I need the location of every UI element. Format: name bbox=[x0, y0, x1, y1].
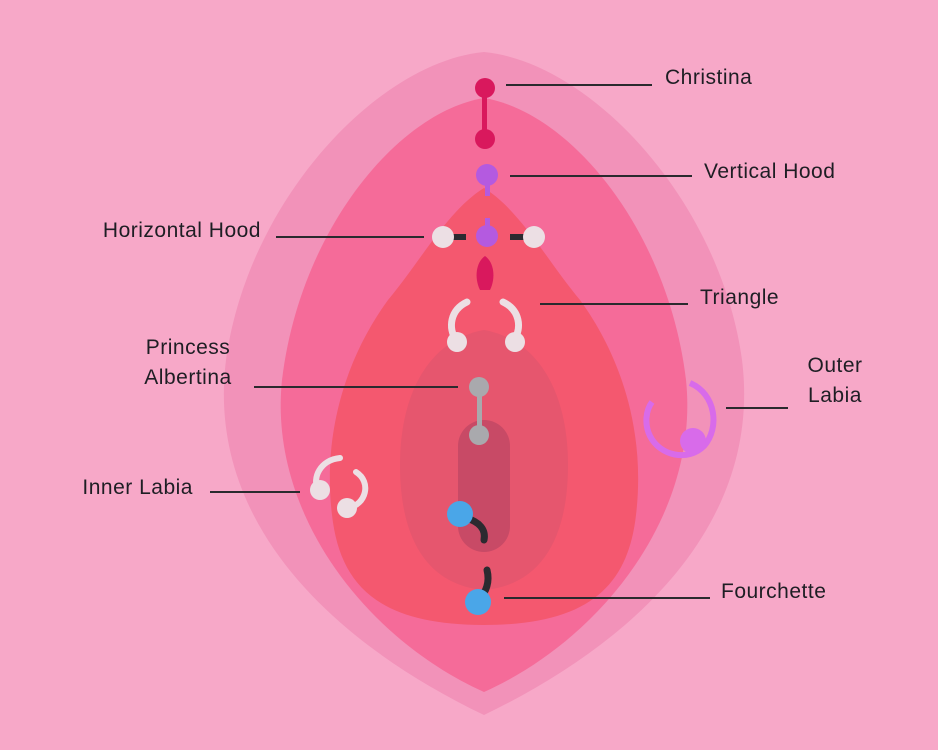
label-inner-labia: Inner Labia bbox=[82, 476, 193, 499]
fourchette-top-ball bbox=[447, 501, 473, 527]
christina-top-ball bbox=[475, 78, 495, 98]
triangle-right-ball bbox=[505, 332, 525, 352]
label-triangle: Triangle bbox=[700, 286, 780, 309]
leader-lines bbox=[210, 84, 788, 599]
triangle-left-ball bbox=[447, 332, 467, 352]
horizontal-hood-left-ball bbox=[432, 226, 454, 248]
label-christina: Christina bbox=[665, 66, 753, 89]
princess-albertina-top-ball bbox=[469, 377, 489, 397]
inner-labia-ball-left bbox=[310, 480, 330, 500]
princess-albertina-jewelry bbox=[469, 377, 489, 445]
outer-labia-ring bbox=[643, 380, 717, 458]
fourchette-bottom-ball bbox=[465, 589, 491, 615]
triangle-jewelry bbox=[447, 298, 525, 352]
label-outer-labia-line1: Outer bbox=[807, 354, 863, 377]
vertical-hood-jewelry bbox=[476, 164, 498, 196]
horizontal-hood-bar-left bbox=[452, 234, 466, 240]
vertical-hood-top-ball bbox=[476, 164, 498, 186]
horizontal-hood-jewelry bbox=[432, 218, 545, 248]
outer-labia-jewelry bbox=[643, 380, 717, 458]
label-vertical-hood: Vertical Hood bbox=[704, 160, 836, 183]
vertical-hood-lower-bar bbox=[485, 218, 490, 232]
label-princess-albertina-line2: Albertina bbox=[144, 366, 232, 389]
label-princess-albertina: Princess Albertina bbox=[118, 333, 258, 393]
horizontal-hood-bar-right bbox=[510, 234, 524, 240]
christina-bar bbox=[482, 92, 487, 136]
outer-labia-ball bbox=[680, 428, 706, 454]
christina-bottom-ball bbox=[475, 129, 495, 149]
label-princess-albertina-line1: Princess bbox=[145, 336, 231, 359]
fourchette-jewelry bbox=[447, 501, 492, 615]
princess-albertina-bottom-ball bbox=[469, 425, 489, 445]
horizontal-hood-right-ball bbox=[523, 226, 545, 248]
inner-labia-ball-right bbox=[337, 498, 357, 518]
princess-albertina-bar bbox=[477, 392, 482, 432]
clitoris-shape bbox=[476, 256, 494, 290]
christina-jewelry bbox=[475, 78, 495, 149]
vertical-hood-bar bbox=[485, 178, 490, 196]
inner-labia-jewelry bbox=[310, 455, 369, 518]
label-fourchette: Fourchette bbox=[721, 580, 827, 603]
vertical-hood-bottom-ball bbox=[476, 225, 498, 247]
label-outer-labia-line2: Labia bbox=[808, 384, 862, 407]
label-outer-labia: Outer Labia bbox=[790, 351, 880, 411]
label-horizontal-hood: Horizontal Hood bbox=[102, 219, 261, 242]
